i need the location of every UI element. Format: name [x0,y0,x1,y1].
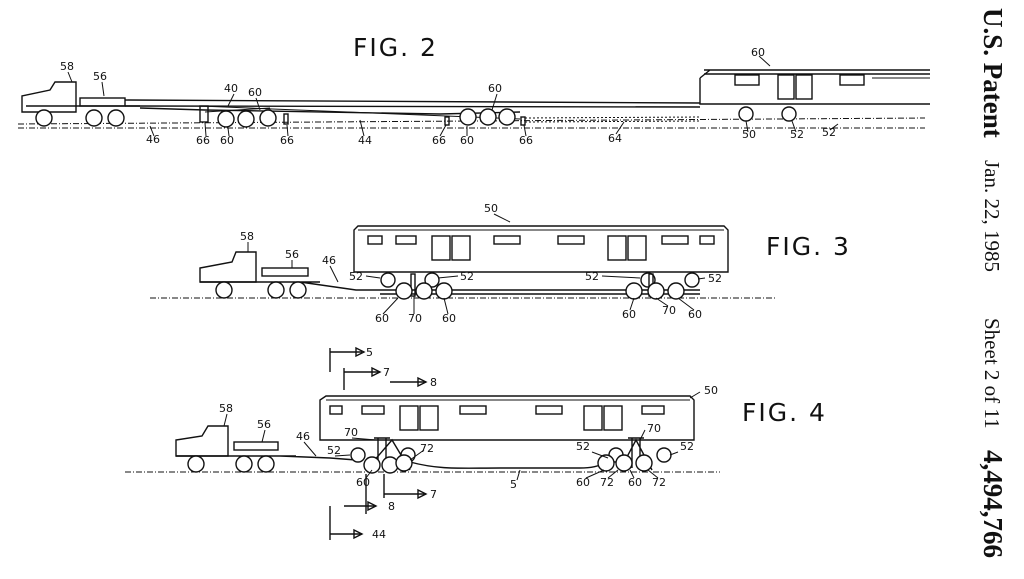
fig-4-reference-numerals: 5 7 8 50 58 56 46 70 52 72 60 7 8 5 44 7… [219,346,718,541]
fig3-numeral: 52 [349,270,363,283]
fig4-numeral: 8 [430,376,437,389]
fig4-numeral: 60 [356,476,370,489]
fig3-numeral: 52 [585,270,599,283]
fig3-numeral: 46 [322,254,336,267]
fig4-numeral: 52 [327,444,341,457]
fig3-numeral: 52 [460,270,474,283]
fig3-numeral: 56 [285,248,299,261]
fig2-numeral: 46 [146,133,160,146]
fig-2-reference-numerals: 58 56 40 60 60 60 46 66 60 66 44 66 60 6… [60,46,838,147]
fig2-numeral: 60 [220,134,234,147]
fig3-numeral: 70 [662,304,676,317]
fig-4-drawing: 5 7 8 50 58 56 46 70 52 72 60 7 8 5 44 7… [125,346,720,541]
fig4-numeral: 8 [388,500,395,513]
fig2-numeral: 66 [196,134,210,147]
fig2-numeral: 60 [751,46,765,59]
fig3-numeral: 52 [708,272,722,285]
fig3-numeral: 58 [240,230,254,243]
fig-3-rail-car [354,226,728,287]
fig4-numeral: 5 [366,346,373,359]
fig2-numeral: 60 [488,82,502,95]
fig2-numeral: 40 [224,82,238,95]
fig-3-reference-numerals: 50 58 56 46 52 52 60 70 60 52 52 60 70 6… [240,202,722,325]
fig4-numeral: 60 [576,476,590,489]
fig4-numeral: 52 [576,440,590,453]
fig4-numeral: 58 [219,402,233,415]
fig-4-rail-car [320,396,694,462]
fig2-numeral: 50 [742,128,756,141]
fig4-numeral: 70 [344,426,358,439]
fig4-numeral: 7 [383,366,390,379]
fig-2-tractor-truck [22,82,140,126]
fig2-numeral: 56 [93,70,107,83]
fig2-numeral: 52 [822,126,836,139]
fig4-numeral: 72 [600,476,614,489]
fig3-numeral: 60 [375,312,389,325]
fig4-numeral: 60 [628,476,642,489]
fig4-numeral: 46 [296,430,310,443]
fig2-numeral: 60 [248,86,262,99]
fig-2-drawing: 58 56 40 60 60 60 46 66 60 66 44 66 60 6… [18,46,930,147]
fig4-numeral: 70 [647,422,661,435]
fig4-numeral: 44 [372,528,386,541]
fig3-numeral: 50 [484,202,498,215]
fig-3-drawing: 50 58 56 46 52 52 60 70 60 52 52 60 70 6… [150,202,775,325]
fig2-numeral: 64 [608,132,622,145]
fig2-numeral: 66 [432,134,446,147]
fig2-numeral: 44 [358,134,372,147]
fig-4-trailer-and-jacks [364,438,652,473]
fig2-numeral: 66 [280,134,294,147]
fig2-numeral: 52 [790,128,804,141]
fig4-numeral: 52 [680,440,694,453]
fig-2-trailer [125,100,700,127]
fig2-numeral: 58 [60,60,74,73]
fig4-numeral: 7 [430,488,437,501]
fig4-numeral: 72 [420,442,434,455]
fig3-numeral: 60 [622,308,636,321]
fig3-numeral: 70 [408,312,422,325]
fig4-numeral: 56 [257,418,271,431]
fig4-numeral: 72 [652,476,666,489]
fig4-numeral: 50 [704,384,718,397]
fig3-numeral: 60 [442,312,456,325]
fig3-numeral: 60 [688,308,702,321]
fig4-numeral: 5 [510,478,517,491]
fig-2-rail-car [700,70,930,121]
